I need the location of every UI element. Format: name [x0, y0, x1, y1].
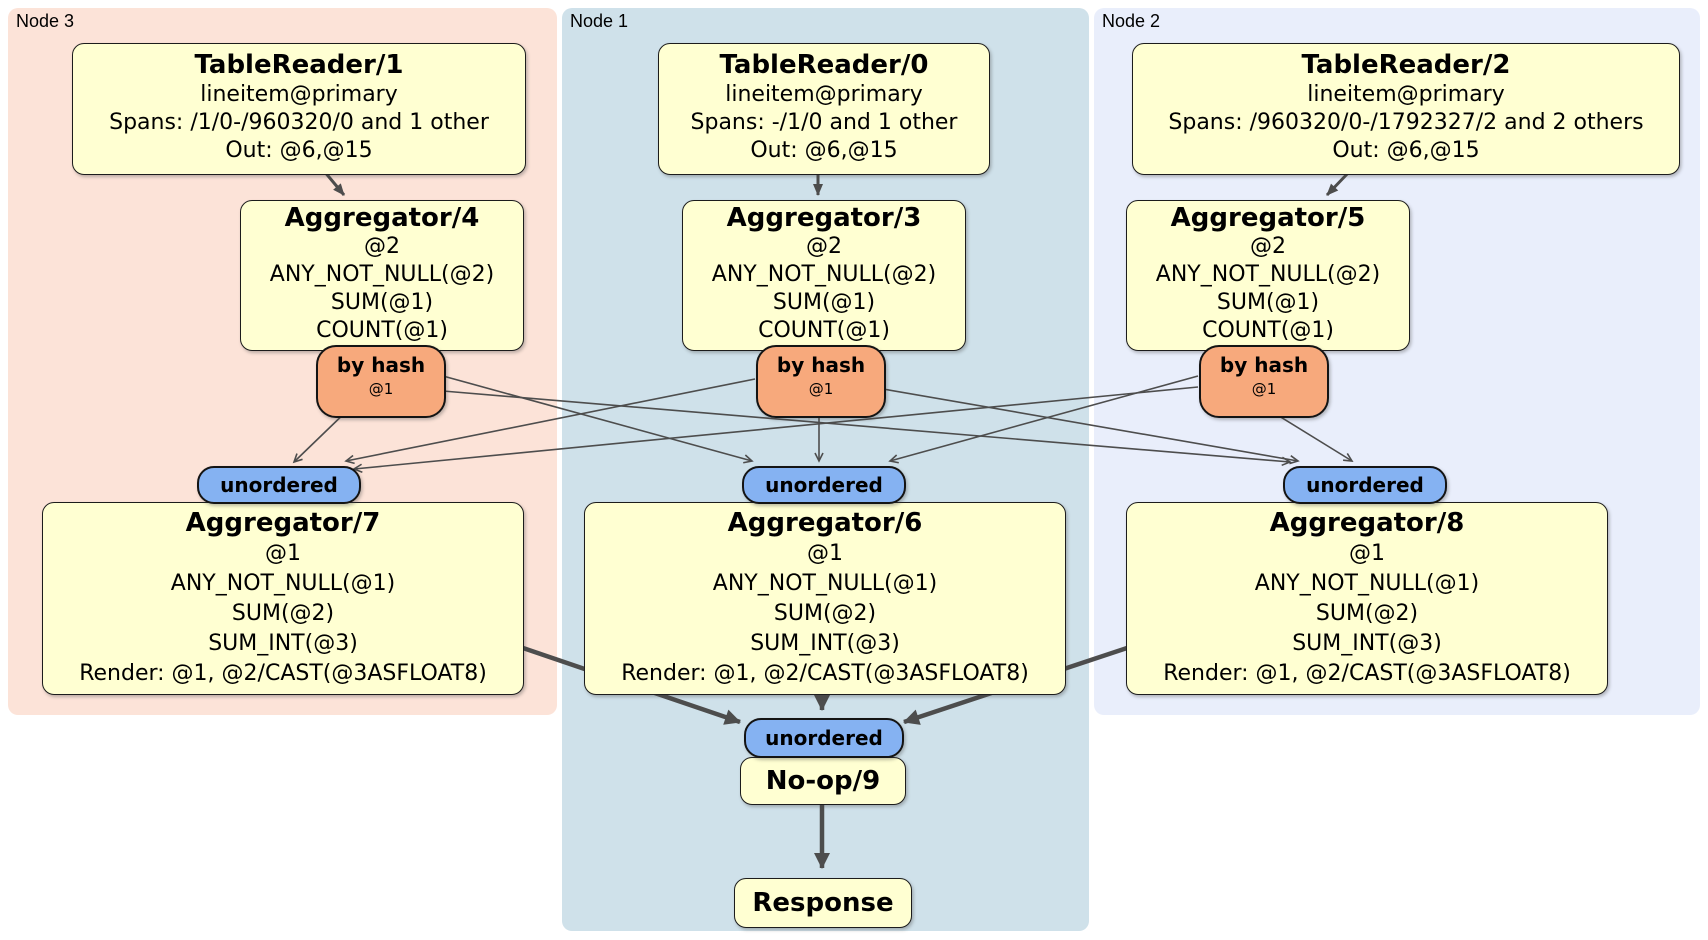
node-agg-fn-line: COUNT(@1): [758, 318, 890, 343]
node-render-line: Render: @1, @2/CAST(@3ASFLOAT8): [1163, 661, 1571, 686]
node-render-line: Render: @1, @2/CAST(@3ASFLOAT8): [621, 661, 1029, 686]
node-title: Aggregator/7: [185, 508, 381, 538]
node-index-line: lineitem@primary: [725, 82, 923, 107]
node-agg-fn-line: SUM(@2): [773, 601, 877, 626]
node-agg-fn-line: SUM_INT(@3): [208, 631, 358, 656]
tree-edges: [322, 169, 1352, 197]
sync-unordered-node3: unordered: [197, 466, 361, 504]
node-group-line: @1: [265, 541, 301, 566]
node-title: Aggregator/5: [1170, 203, 1366, 233]
node-agg-fn-line: SUM(@1): [1216, 290, 1320, 315]
hash-routing-edges: [292, 375, 1354, 473]
sync-label: unordered: [220, 473, 338, 497]
node-title: Aggregator/6: [727, 508, 923, 538]
node-aggregator-7: Aggregator/7 @1 ANY_NOT_NULL(@1) SUM(@2)…: [42, 502, 524, 695]
router-label: by hash: [336, 353, 426, 377]
sync-label: unordered: [765, 726, 883, 750]
node-title: TableReader/0: [719, 50, 929, 80]
node-agg-fn-line: ANY_NOT_NULL(@2): [269, 262, 495, 287]
node-aggregator-3: Aggregator/3 @2 ANY_NOT_NULL(@2) SUM(@1)…: [682, 200, 966, 351]
router-hash-column: @1: [1251, 380, 1277, 398]
node-aggregator-5: Aggregator/5 @2 ANY_NOT_NULL(@2) SUM(@1)…: [1126, 200, 1410, 351]
node-agg-fn-line: SUM(@2): [1315, 601, 1419, 626]
node-spans-line: Spans: /960320/0-/1792327/2 and 2 others: [1168, 110, 1644, 135]
node-agg-fn-line: SUM_INT(@3): [750, 631, 900, 656]
router-label: by hash: [776, 353, 866, 377]
node-index-line: lineitem@primary: [1307, 82, 1505, 107]
sync-unordered-final: unordered: [744, 718, 904, 758]
node-out-line: Out: @6,@15: [225, 138, 373, 163]
router-label: by hash: [1219, 353, 1309, 377]
node-agg-fn-line: ANY_NOT_NULL(@1): [1254, 571, 1480, 596]
node-agg-fn-line: COUNT(@1): [1202, 318, 1334, 343]
node-group-line: @1: [807, 541, 843, 566]
router-by-hash-node3: by hash @1: [316, 345, 446, 418]
node-out-line: Out: @6,@15: [1332, 138, 1480, 163]
node-agg-fn-line: ANY_NOT_NULL(@1): [170, 571, 396, 596]
node-title: Aggregator/3: [726, 203, 922, 233]
node-tablereader-0: TableReader/0 lineitem@primary Spans: -/…: [658, 43, 990, 175]
node-aggregator-4: Aggregator/4 @2 ANY_NOT_NULL(@2) SUM(@1)…: [240, 200, 524, 351]
node-agg-fn-line: ANY_NOT_NULL(@2): [1155, 262, 1381, 287]
node-aggregator-6: Aggregator/6 @1 ANY_NOT_NULL(@1) SUM(@2)…: [584, 502, 1066, 695]
router-hash-column: @1: [368, 380, 394, 398]
router-by-hash-node2: by hash @1: [1199, 345, 1329, 418]
node-tablereader-1: TableReader/1 lineitem@primary Spans: /1…: [72, 43, 526, 175]
node-index-line: lineitem@primary: [200, 82, 398, 107]
node-agg-fn-line: ANY_NOT_NULL(@2): [711, 262, 937, 287]
node-agg-fn-line: ANY_NOT_NULL(@1): [712, 571, 938, 596]
node-group-line: @2: [806, 234, 842, 259]
node-agg-fn-line: SUM_INT(@3): [1292, 631, 1442, 656]
node-agg-fn-line: SUM(@1): [330, 290, 434, 315]
node-spans-line: Spans: /1/0-/960320/0 and 1 other: [109, 110, 489, 135]
region-label-node-2: Node 2: [1102, 11, 1161, 31]
node-group-line: @2: [364, 234, 400, 259]
node-title: TableReader/1: [194, 50, 404, 80]
router-hash-column: @1: [808, 380, 834, 398]
node-spans-line: Spans: -/1/0 and 1 other: [690, 110, 958, 135]
node-title: No-op/9: [765, 766, 881, 796]
node-out-line: Out: @6,@15: [750, 138, 898, 163]
router-by-hash-node1: by hash @1: [756, 345, 886, 418]
node-group-line: @2: [1250, 234, 1286, 259]
node-agg-fn-line: SUM(@1): [772, 290, 876, 315]
node-agg-fn-line: COUNT(@1): [316, 318, 448, 343]
node-title: TableReader/2: [1301, 50, 1511, 80]
region-label-node-3: Node 3: [16, 11, 75, 31]
node-render-line: Render: @1, @2/CAST(@3ASFLOAT8): [79, 661, 487, 686]
node-aggregator-8: Aggregator/8 @1 ANY_NOT_NULL(@1) SUM(@2)…: [1126, 502, 1608, 695]
node-title: Aggregator/4: [284, 203, 480, 233]
region-label-node-1: Node 1: [570, 11, 629, 31]
node-tablereader-2: TableReader/2 lineitem@primary Spans: /9…: [1132, 43, 1680, 175]
sync-unordered-node1: unordered: [742, 466, 906, 504]
node-agg-fn-line: SUM(@2): [231, 601, 335, 626]
node-title: Aggregator/8: [1269, 508, 1465, 538]
sync-label: unordered: [1306, 473, 1424, 497]
sync-label: unordered: [765, 473, 883, 497]
node-response: Response: [734, 878, 912, 928]
sync-unordered-node2: unordered: [1283, 466, 1447, 504]
node-title: Response: [752, 888, 894, 918]
node-noop-9: No-op/9: [740, 757, 906, 805]
node-group-line: @1: [1349, 541, 1385, 566]
